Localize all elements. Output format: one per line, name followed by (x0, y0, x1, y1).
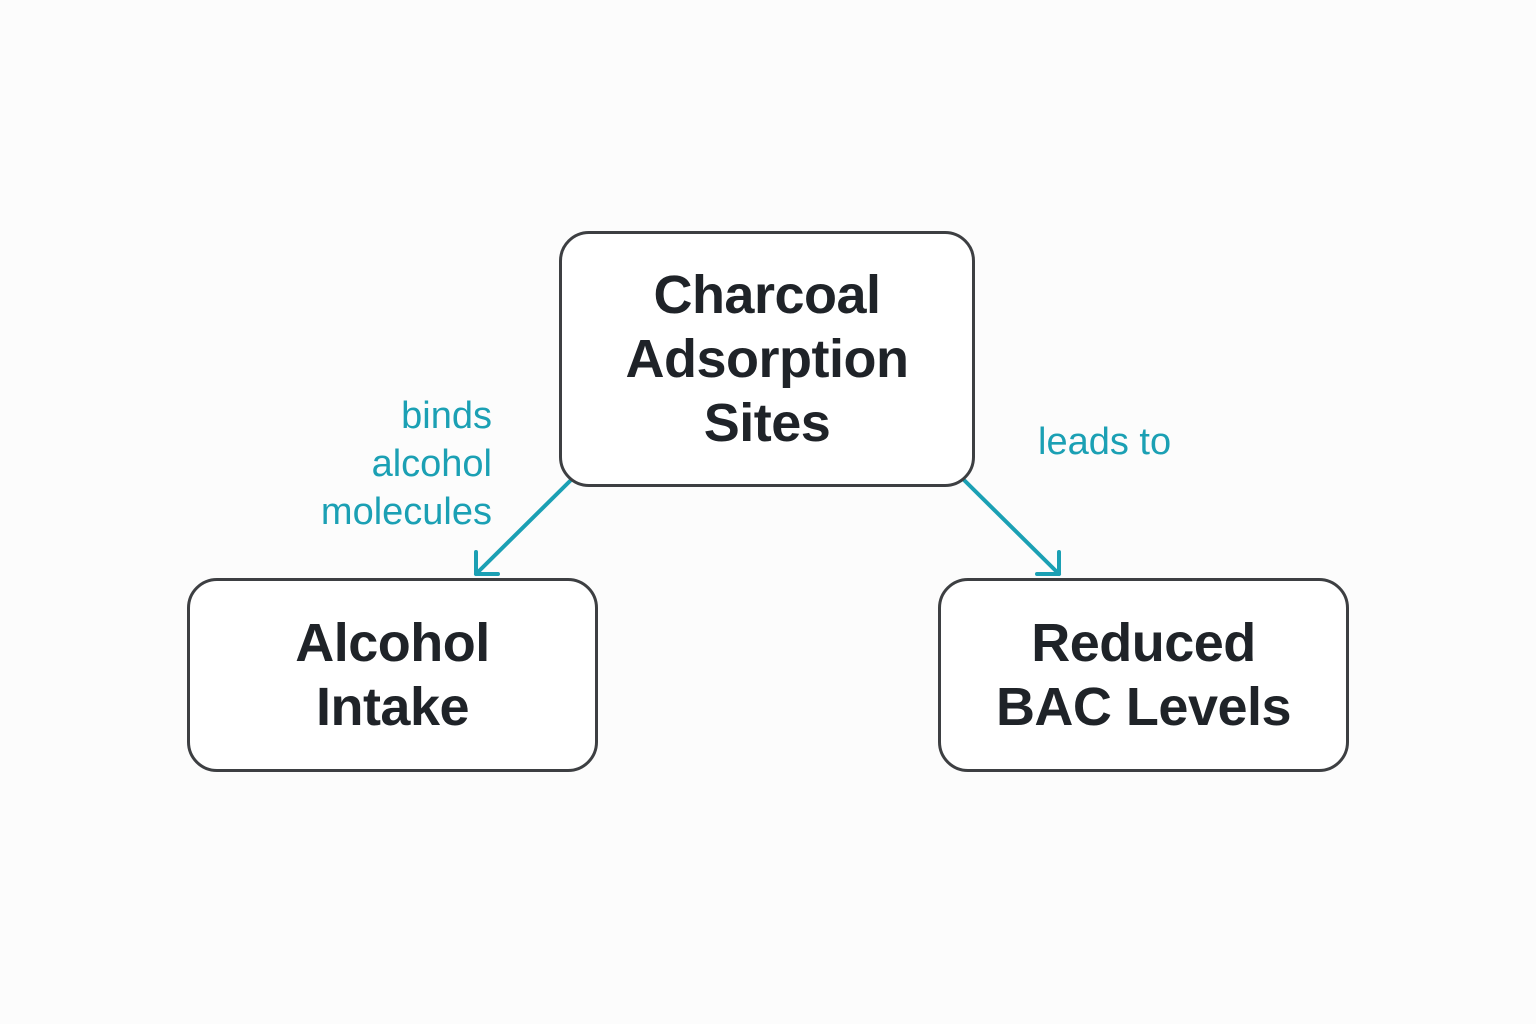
node-reduced-bac-levels: Reduced BAC Levels (938, 578, 1349, 772)
arrow-to-reduced-bac (962, 478, 1061, 576)
edge-label-binds: binds alcohol molecules (320, 395, 492, 533)
node-alcohol-intake: Alcohol Intake (187, 578, 598, 772)
node-label: Reduced BAC Levels (995, 613, 1292, 737)
arrowhead-right (1035, 550, 1061, 576)
arrowhead-left (474, 550, 500, 576)
node-charcoal-adsorption-sites: Charcoal Adsorption Sites (559, 231, 975, 487)
edge-label-leads-to: leads to (1038, 421, 1172, 463)
node-label: Alcohol Intake (295, 613, 490, 737)
node-label: Charcoal Adsorption Sites (625, 265, 909, 453)
